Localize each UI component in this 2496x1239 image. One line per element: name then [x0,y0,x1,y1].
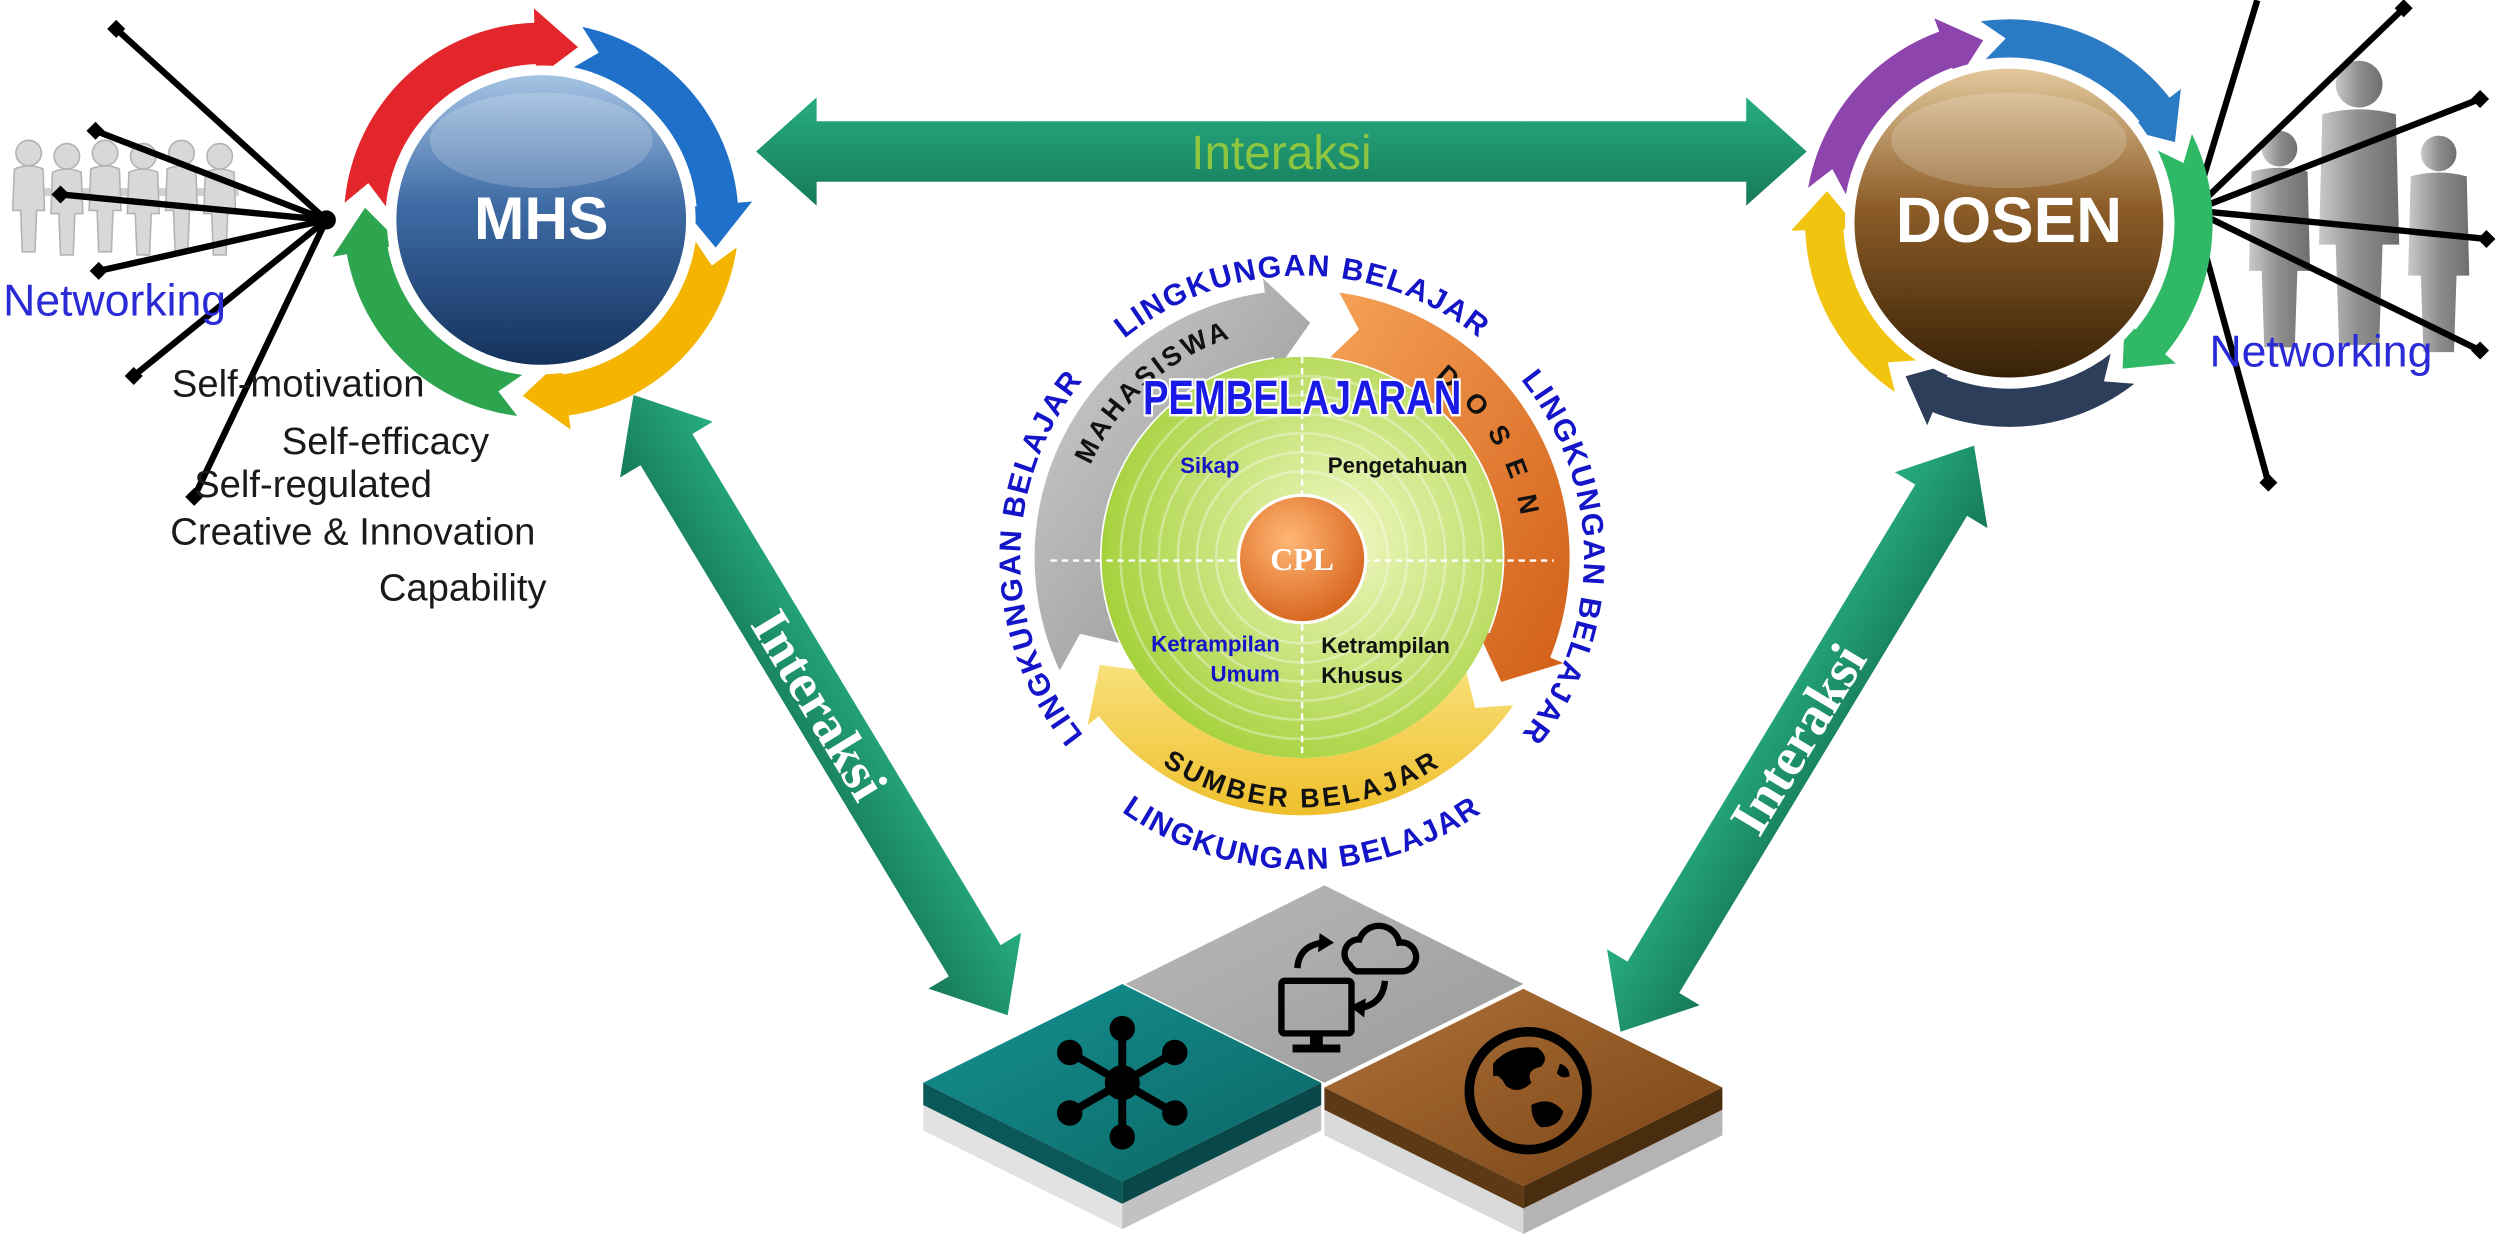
student-network-links [60,26,330,499]
interaction-arrow-right: Interaksi [1607,445,1988,1032]
student-node-label: MHS [474,184,608,252]
quadrant-attitude: Sikap [1180,453,1239,478]
lecturer-network-links [2190,0,2489,484]
lecturer-node: DOSEN [1844,59,2173,388]
interaction-label-left: Interaksi [739,599,899,810]
student-networking-label: Networking [3,276,226,325]
dosen-ring-arrow-4 [1905,353,2135,427]
globe-icon [1464,1027,1592,1155]
student-network-people-icon [11,139,239,256]
interaction-label-right: Interaksi [1718,634,1878,845]
mhs-ring-arrow-4 [332,207,523,416]
dosen-ring-arrow-2 [1980,19,2181,143]
quadrant-general-skills-line1: Ketrampilan [1151,631,1280,656]
trait-self-efficacy: Self-efficacy [282,420,490,463]
quadrant-knowledge: Pengetahuan [1328,453,1468,478]
lecturer-networking-label: Networking [2209,327,2432,376]
dosen-ring-arrow-1 [1808,18,1984,195]
trait-self-motivation: Self-motivation [172,363,425,406]
quadrant-specific-skills-line1: Ketrampilan [1321,633,1450,658]
quadrant-specific-skills-line2: Khusus [1321,663,1403,688]
lecturer-node-label: DOSEN [1896,185,2122,256]
trait-self-regulated: Self-regulated [194,463,432,506]
dosen-ring-arrow-5 [1790,191,1917,393]
learning-wheel: MAHASISWA DOSEN SUMBER BELAJAR LINGKUNGA… [994,249,1608,876]
resources-arc-arrow [1087,665,1514,816]
mhs-ring-arrow-3 [522,241,737,430]
student-cycle-ring [332,8,753,430]
lecturer-network-people-icon [2248,60,2470,353]
quadrant-general-skills-line2: Umum [1211,662,1280,687]
learning-platform [923,885,1723,1234]
lecturer-arc-arrow [1330,292,1570,682]
mhs-ring-arrow-1 [344,8,578,207]
dosen-ring-arrow-3 [2122,133,2213,369]
student-network-nodes [51,19,336,506]
learning-title: PEMBELAJARAN [1143,372,1461,425]
student-arc-arrow [1034,278,1311,671]
trait-capability: Capability [379,566,548,609]
interaction-label-top: Interaksi [1191,127,1371,180]
core-outcome-badge: CPL [1236,493,1368,625]
interaction-arrow-top: Interaksi [756,97,1807,206]
lecturer-cycle-ring [1790,18,2213,427]
cloud-computer-icon [1278,922,1420,1053]
mhs-ring-arrow-2 [573,26,753,248]
student-node: MHS [386,65,696,375]
interaction-arrow-left: Interaksi [620,395,1022,1016]
core-outcome-label: CPL [1270,542,1334,577]
student-traits: Self-motivation Self-efficacy Self-regul… [170,363,547,610]
trait-creative-innovation: Creative & Innovation [170,511,535,554]
network-icon [1056,1015,1188,1150]
